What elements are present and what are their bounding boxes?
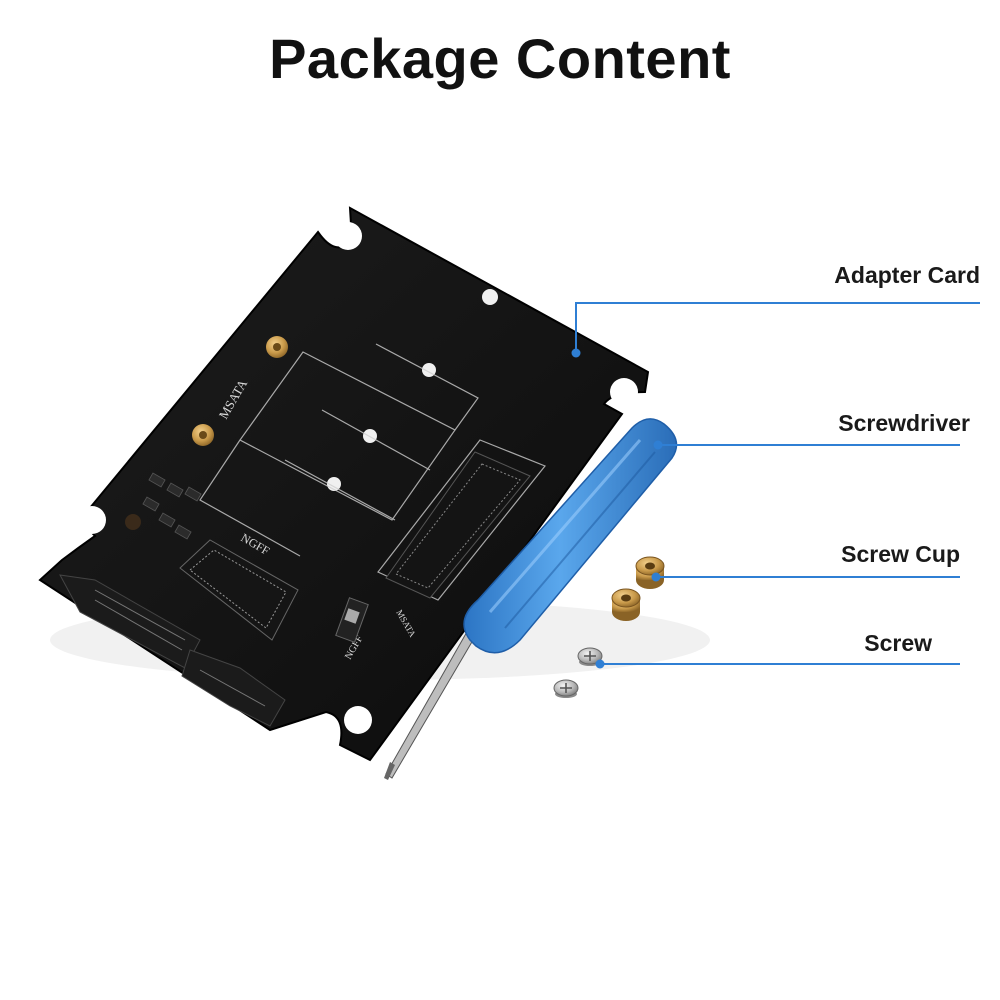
msata-connector [385, 451, 531, 599]
callout-screwdriver: Screwdriver [838, 410, 970, 436]
callout-dot [651, 572, 661, 582]
callout-screw: Screw [864, 630, 932, 656]
sata-connector [59, 574, 286, 727]
callout-dot [653, 440, 663, 450]
screw-cup-item [635, 556, 665, 589]
screw-item [577, 647, 603, 666]
screwdriver [384, 418, 678, 780]
ngff-connector [179, 539, 299, 641]
screw-item [553, 679, 579, 698]
page-title: Package Content [269, 27, 731, 90]
callout-dot [571, 348, 581, 358]
callout-dot [595, 659, 605, 669]
callout-lines [575, 302, 980, 665]
screw-cup-item [611, 588, 641, 621]
callout-screw-cup: Screw Cup [841, 541, 960, 567]
callout-adapter-card: Adapter Card [834, 262, 980, 288]
adapter-card: MSATA NGFF NGFF MSATA [38, 206, 650, 762]
